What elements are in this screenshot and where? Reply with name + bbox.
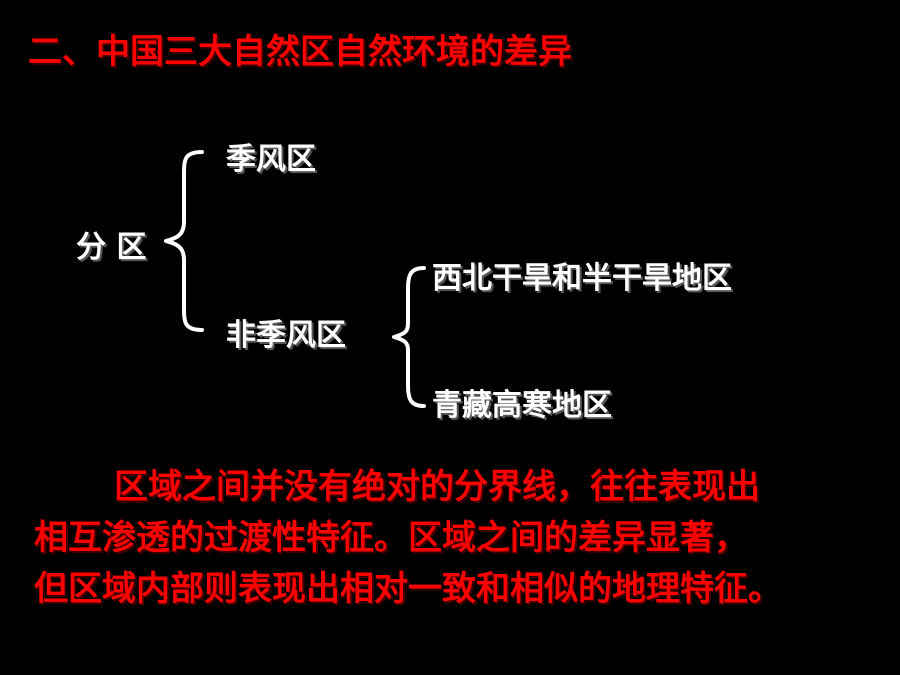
non-monsoon-brace xyxy=(392,266,426,408)
non-monsoon-region-label: 非季风区 xyxy=(226,318,346,353)
root-brace xyxy=(164,150,204,332)
paragraph-line: 相互渗透的过渡性特征。区域之间的差异显著， xyxy=(34,518,748,558)
slide-title: 二、中国三大自然区自然环境的差异 xyxy=(28,32,572,72)
explanation-paragraph: 区域之间并没有绝对的分界线，往往表现出 相互渗透的过渡性特征。区域之间的差异显著… xyxy=(34,462,894,615)
paragraph-line: 但区域内部则表现出相对一致和相似的地理特征。 xyxy=(34,569,782,609)
qinghai-tibet-region-label: 青藏高寒地区 xyxy=(432,388,612,423)
paragraph-line: 区域之间并没有绝对的分界线，往往表现出 xyxy=(114,467,760,507)
diagram-root-label: 分 区 xyxy=(76,230,147,265)
monsoon-region-label: 季风区 xyxy=(226,142,316,177)
northwest-arid-region-label: 西北干旱和半干旱地区 xyxy=(432,261,732,296)
